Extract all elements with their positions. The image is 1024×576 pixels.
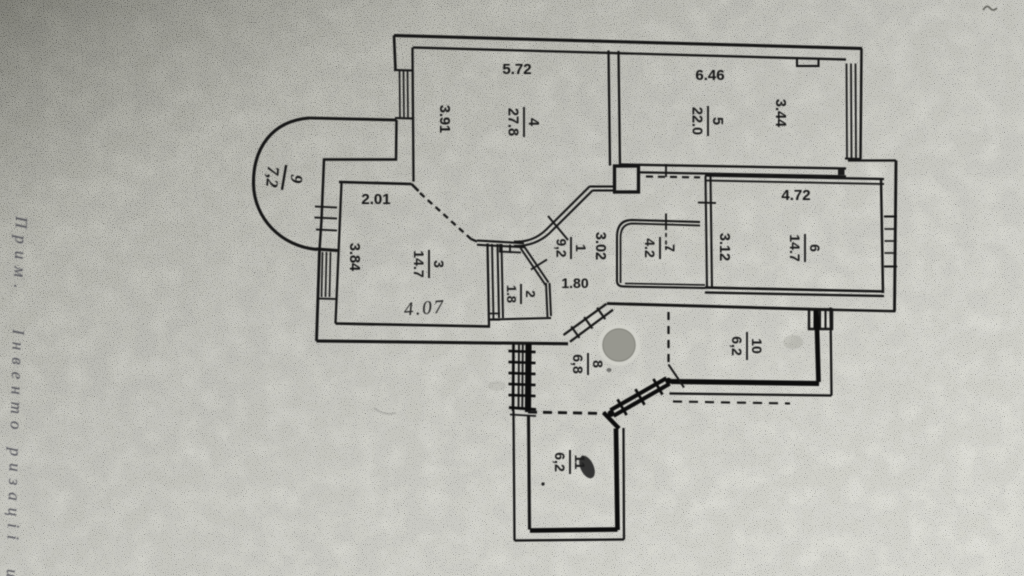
svg-text:6,2: 6,2 [729, 336, 745, 356]
svg-text:14.7: 14.7 [411, 250, 427, 277]
svg-text:6,2: 6,2 [552, 452, 568, 472]
svg-text:8: 8 [590, 360, 606, 368]
svg-text:3.91: 3.91 [436, 105, 452, 133]
svg-text:9: 9 [287, 174, 307, 185]
svg-text:4: 4 [525, 118, 541, 126]
svg-text:9,2: 9,2 [554, 239, 569, 258]
svg-text:4.72: 4.72 [781, 187, 810, 204]
svg-text:10: 10 [749, 338, 765, 354]
svg-text:1.8: 1.8 [504, 285, 519, 303]
svg-text:7,2: 7,2 [262, 165, 283, 188]
svg-text:6,8: 6,8 [570, 354, 586, 374]
svg-text:6: 6 [807, 244, 823, 252]
svg-text:3.02: 3.02 [592, 232, 608, 260]
svg-text:7: 7 [662, 244, 678, 252]
svg-text:14.7: 14.7 [787, 234, 803, 261]
svg-text:1: 1 [573, 244, 588, 252]
svg-text:3.84: 3.84 [346, 243, 362, 271]
svg-text:3.44: 3.44 [772, 99, 788, 127]
svg-text:6.46: 6.46 [695, 67, 724, 84]
svg-text:3.12: 3.12 [716, 233, 732, 261]
svg-text:1.80: 1.80 [561, 275, 588, 291]
svg-text:2.01: 2.01 [361, 191, 390, 208]
svg-text:4.2: 4.2 [642, 238, 658, 258]
svg-text:3: 3 [431, 260, 447, 268]
svg-text:22.0: 22.0 [689, 107, 705, 135]
svg-text:5: 5 [709, 117, 725, 125]
svg-text:27.8: 27.8 [505, 108, 521, 136]
svg-text:4.07: 4.07 [403, 297, 446, 321]
svg-text:2: 2 [523, 290, 538, 297]
svg-text:5.72: 5.72 [502, 61, 531, 78]
